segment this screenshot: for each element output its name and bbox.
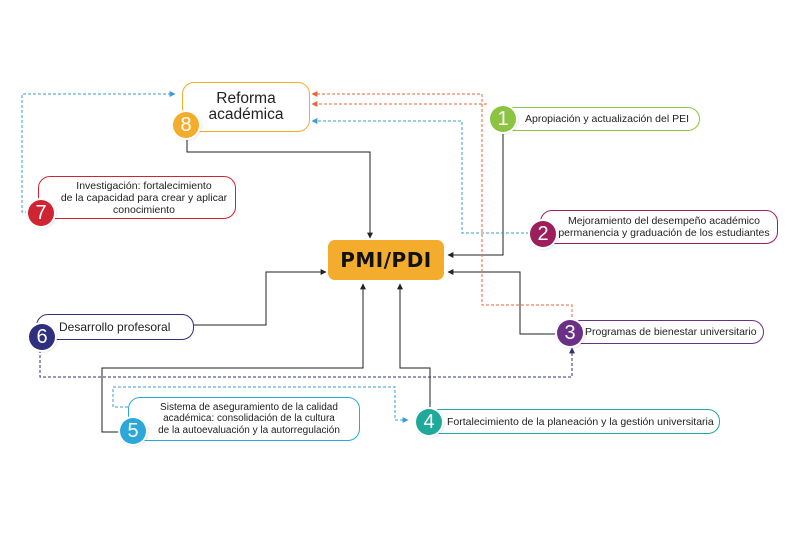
node-2-box: Mejoramiento del desempeño académico per… (540, 210, 778, 244)
node-1-label: Apropiación y actualización del PEI (525, 113, 690, 125)
node-7-badge: 7 (28, 200, 54, 226)
node-8-label: Reforma académica (208, 90, 284, 123)
node-6-badge: 6 (29, 324, 55, 350)
line-4-to-center (397, 283, 431, 408)
line-8-to-center (186, 132, 373, 239)
node-2-label: Mejoramiento del desempeño académico per… (558, 215, 770, 239)
dashed-7-to-8 (21, 91, 176, 213)
node-8-box: Reforma académica (182, 82, 310, 132)
center-label: PMI/PDI (340, 248, 432, 272)
node-6-label: Desarrollo profesoral (59, 320, 171, 334)
node-8-badge: 8 (173, 112, 199, 138)
node-3-label: Programas de bienestar universitario (585, 326, 757, 338)
line-5-to-center (101, 283, 366, 433)
node-4-badge: 4 (416, 409, 442, 435)
line-3-to-center (447, 269, 560, 335)
dashed-2-to-8 (311, 118, 534, 234)
node-4-box: Fortalecimiento de la planeación y la ge… (422, 409, 720, 434)
node-3-badge: 3 (557, 320, 583, 346)
node-5-badge: 5 (120, 418, 146, 444)
node-4-label: Fortalecimiento de la planeación y la ge… (447, 415, 714, 428)
dashed-6-to-3 (39, 347, 575, 378)
node-1-box: Apropiación y actualización del PEI (502, 107, 700, 131)
node-5-label: Sistema de aseguramiento de la calidad a… (158, 401, 340, 436)
node-3-box: Programas de bienestar universitario (566, 320, 764, 344)
line-1-to-center (447, 130, 504, 258)
node-2-badge: 2 (530, 221, 556, 247)
node-5-box: Sistema de aseguramiento de la calidad a… (128, 397, 360, 441)
center-node-pmi-pdi: PMI/PDI (328, 240, 444, 280)
dashed-5-loop (112, 386, 409, 423)
node-1-badge: 1 (490, 106, 516, 132)
line-6-to-center (193, 269, 327, 326)
node-6-box: Desarrollo profesoral (36, 314, 194, 340)
dashed-3-to-8 (311, 91, 573, 322)
node-7-box: Investigación: fortalecimiento de la cap… (38, 176, 236, 219)
node-7-label: Investigación: fortalecimiento de la cap… (60, 179, 228, 216)
